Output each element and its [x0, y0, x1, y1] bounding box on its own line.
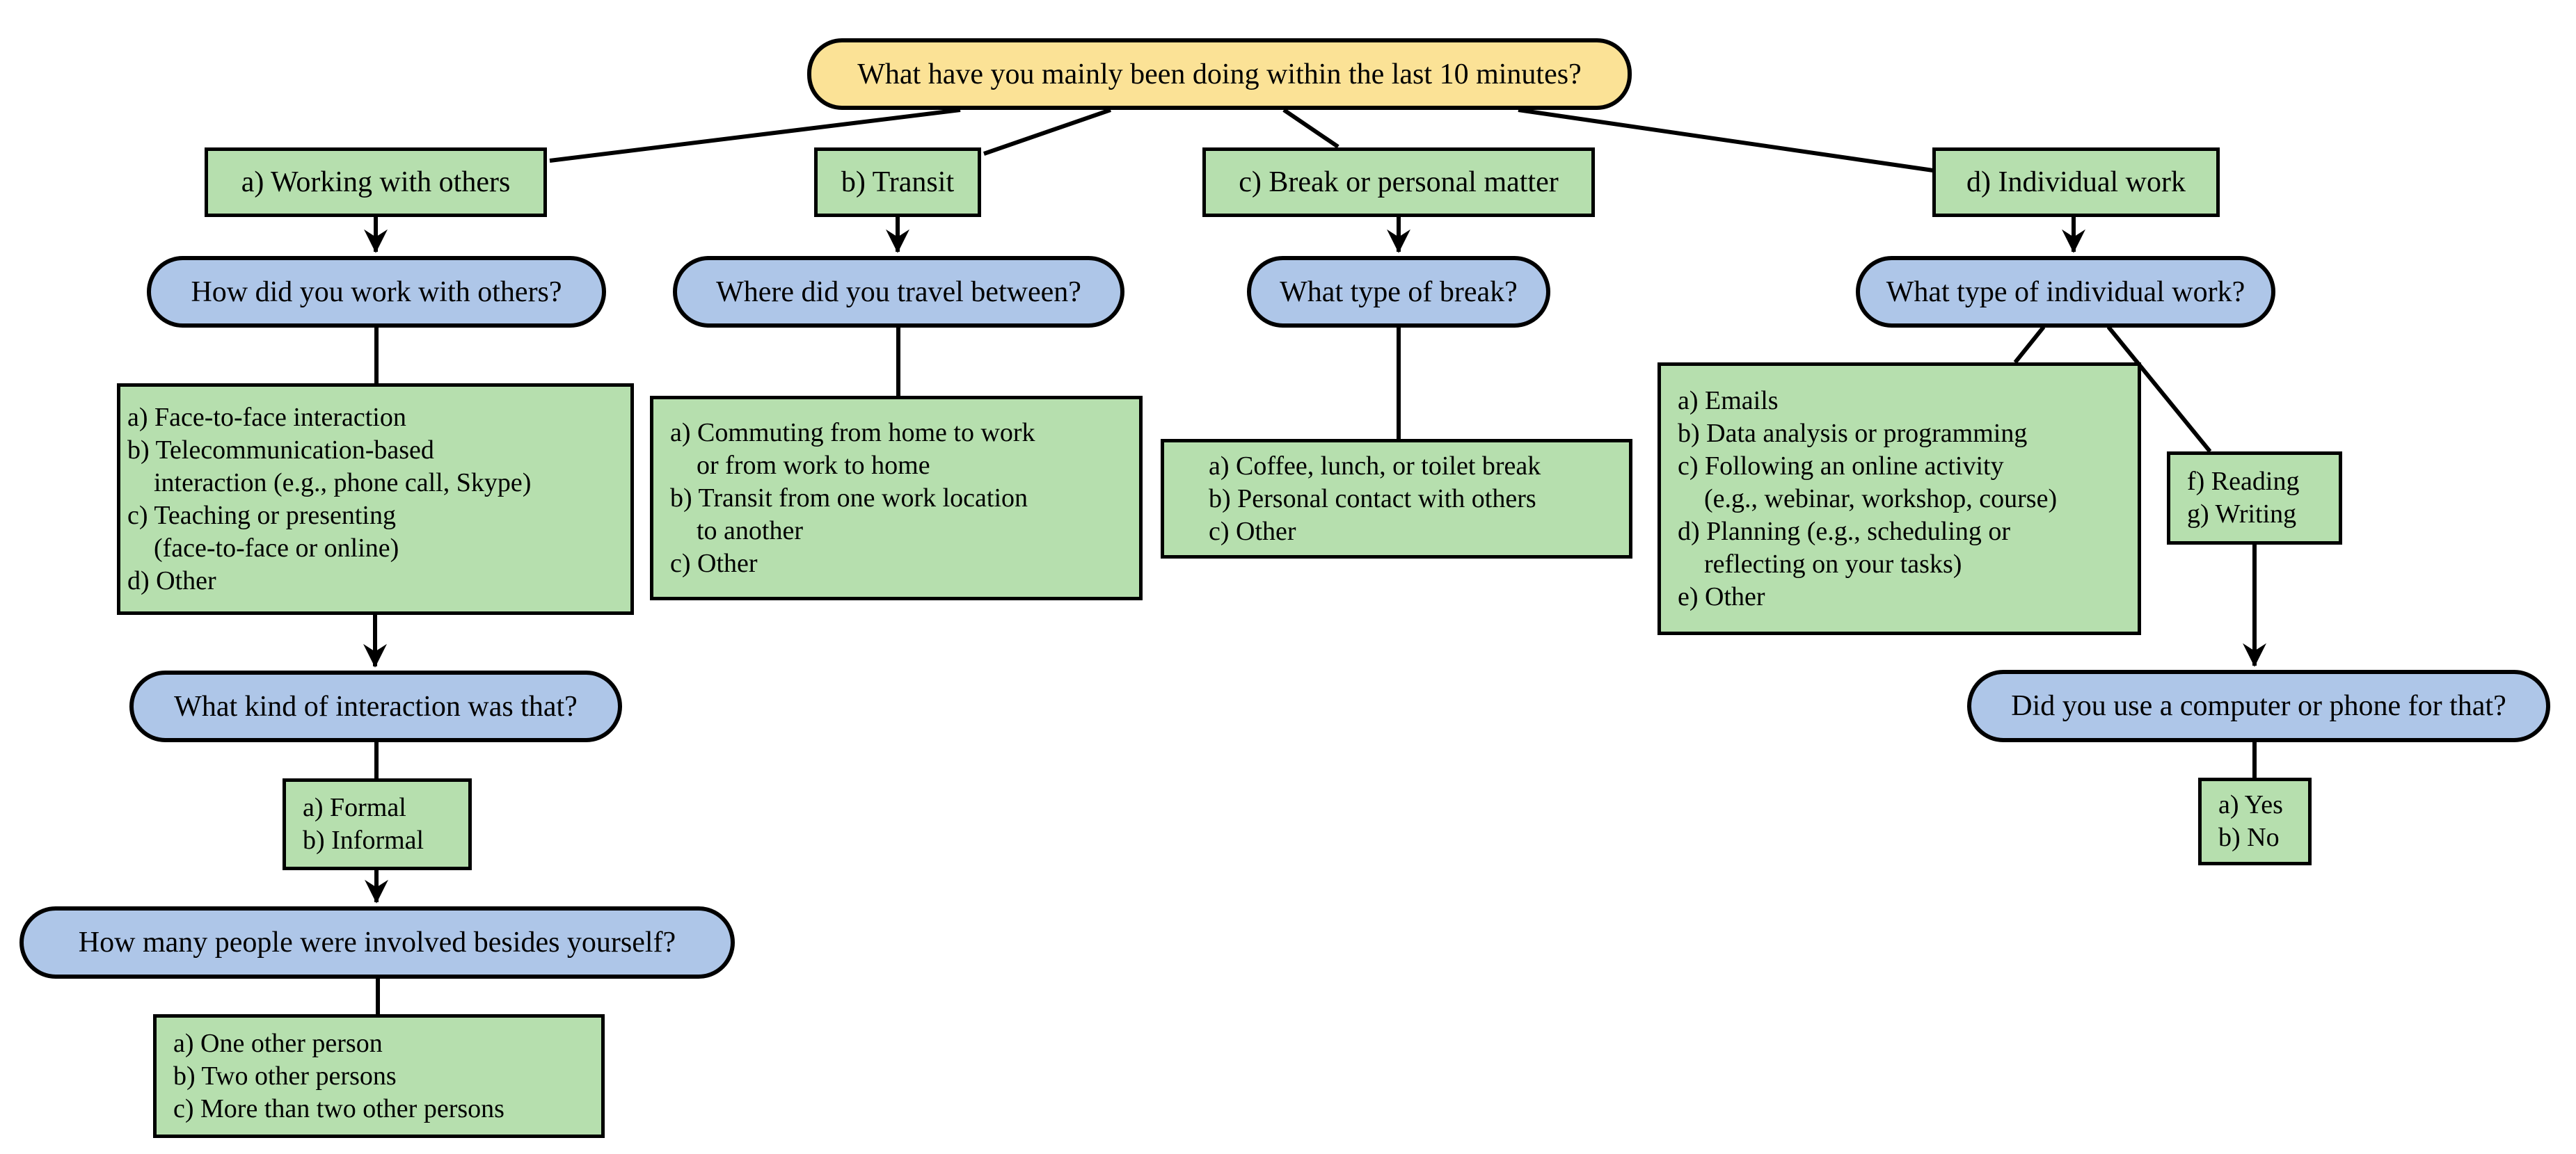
question-device-node: Did you use a computer or phone for that…: [1967, 670, 2550, 742]
options-reading-writing-node: f) Reading g) Writing: [2167, 451, 2342, 545]
root-question-node: What have you mainly been doing within t…: [807, 38, 1632, 110]
options-reading-writing-text: f) Reading g) Writing: [2187, 467, 2300, 529]
category-transit-label: b) Transit: [841, 166, 955, 198]
question-interaction-kind-node: What kind of interaction was that?: [129, 671, 622, 742]
options-break-type-text: a) Coffee, lunch, or toilet break b) Per…: [1209, 451, 1541, 546]
options-yes-no-text: a) Yes b) No: [2218, 790, 2283, 852]
options-people-count-text: a) One other person b) Two other persons…: [173, 1028, 504, 1123]
options-yes-no-node: a) Yes b) No: [2198, 778, 2312, 865]
edge-individual-q1-options: [2013, 326, 2046, 364]
edge-individual-q1-reading: [2106, 326, 2212, 453]
options-individual-type-text: a) Emails b) Data analysis or programmin…: [1678, 385, 2058, 611]
options-formality-text: a) Formal b) Informal: [303, 793, 424, 855]
question-work-method-label: How did you work with others?: [191, 275, 562, 308]
question-break-type-node: What type of break?: [1247, 256, 1550, 328]
question-people-count-node: How many people were involved besides yo…: [19, 906, 735, 979]
question-individual-type-label: What type of individual work?: [1886, 275, 2245, 308]
category-working-node: a) Working with others: [205, 147, 547, 217]
category-break-node: c) Break or personal matter: [1202, 147, 1595, 217]
category-transit-node: b) Transit: [814, 147, 981, 217]
options-break-type-node: a) Coffee, lunch, or toilet break b) Per…: [1161, 439, 1632, 559]
question-people-count-label: How many people were involved besides yo…: [78, 927, 676, 959]
options-work-method-text: a) Face-to-face interaction b) Telecommu…: [127, 402, 532, 595]
question-travel-node: Where did you travel between?: [673, 256, 1124, 328]
edge-root-break: [1282, 108, 1339, 149]
edge-root-working: [549, 108, 961, 163]
options-formality-node: a) Formal b) Informal: [283, 778, 472, 870]
options-individual-type-node: a) Emails b) Data analysis or programmin…: [1657, 362, 2141, 635]
question-travel-label: Where did you travel between?: [716, 275, 1081, 308]
category-break-label: c) Break or personal matter: [1239, 166, 1559, 198]
options-travel-node: a) Commuting from home to work or from w…: [650, 396, 1143, 600]
question-individual-type-node: What type of individual work?: [1856, 256, 2275, 328]
category-working-label: a) Working with others: [241, 166, 511, 198]
edge-root-transit: [983, 108, 1111, 156]
question-work-method-node: How did you work with others?: [147, 256, 606, 328]
root-question-label: What have you mainly been doing within t…: [857, 58, 1582, 90]
question-break-type-label: What type of break?: [1280, 275, 1518, 308]
category-individual-label: d) Individual work: [1966, 166, 2186, 198]
question-device-label: Did you use a computer or phone for that…: [2011, 690, 2506, 722]
edge-root-individual: [1518, 108, 1934, 173]
category-individual-node: d) Individual work: [1932, 147, 2220, 217]
question-interaction-kind-label: What kind of interaction was that?: [174, 690, 578, 723]
options-work-method-node: a) Face-to-face interaction b) Telecommu…: [117, 383, 634, 615]
options-travel-text: a) Commuting from home to work or from w…: [670, 417, 1035, 578]
options-people-count-node: a) One other person b) Two other persons…: [153, 1014, 605, 1138]
